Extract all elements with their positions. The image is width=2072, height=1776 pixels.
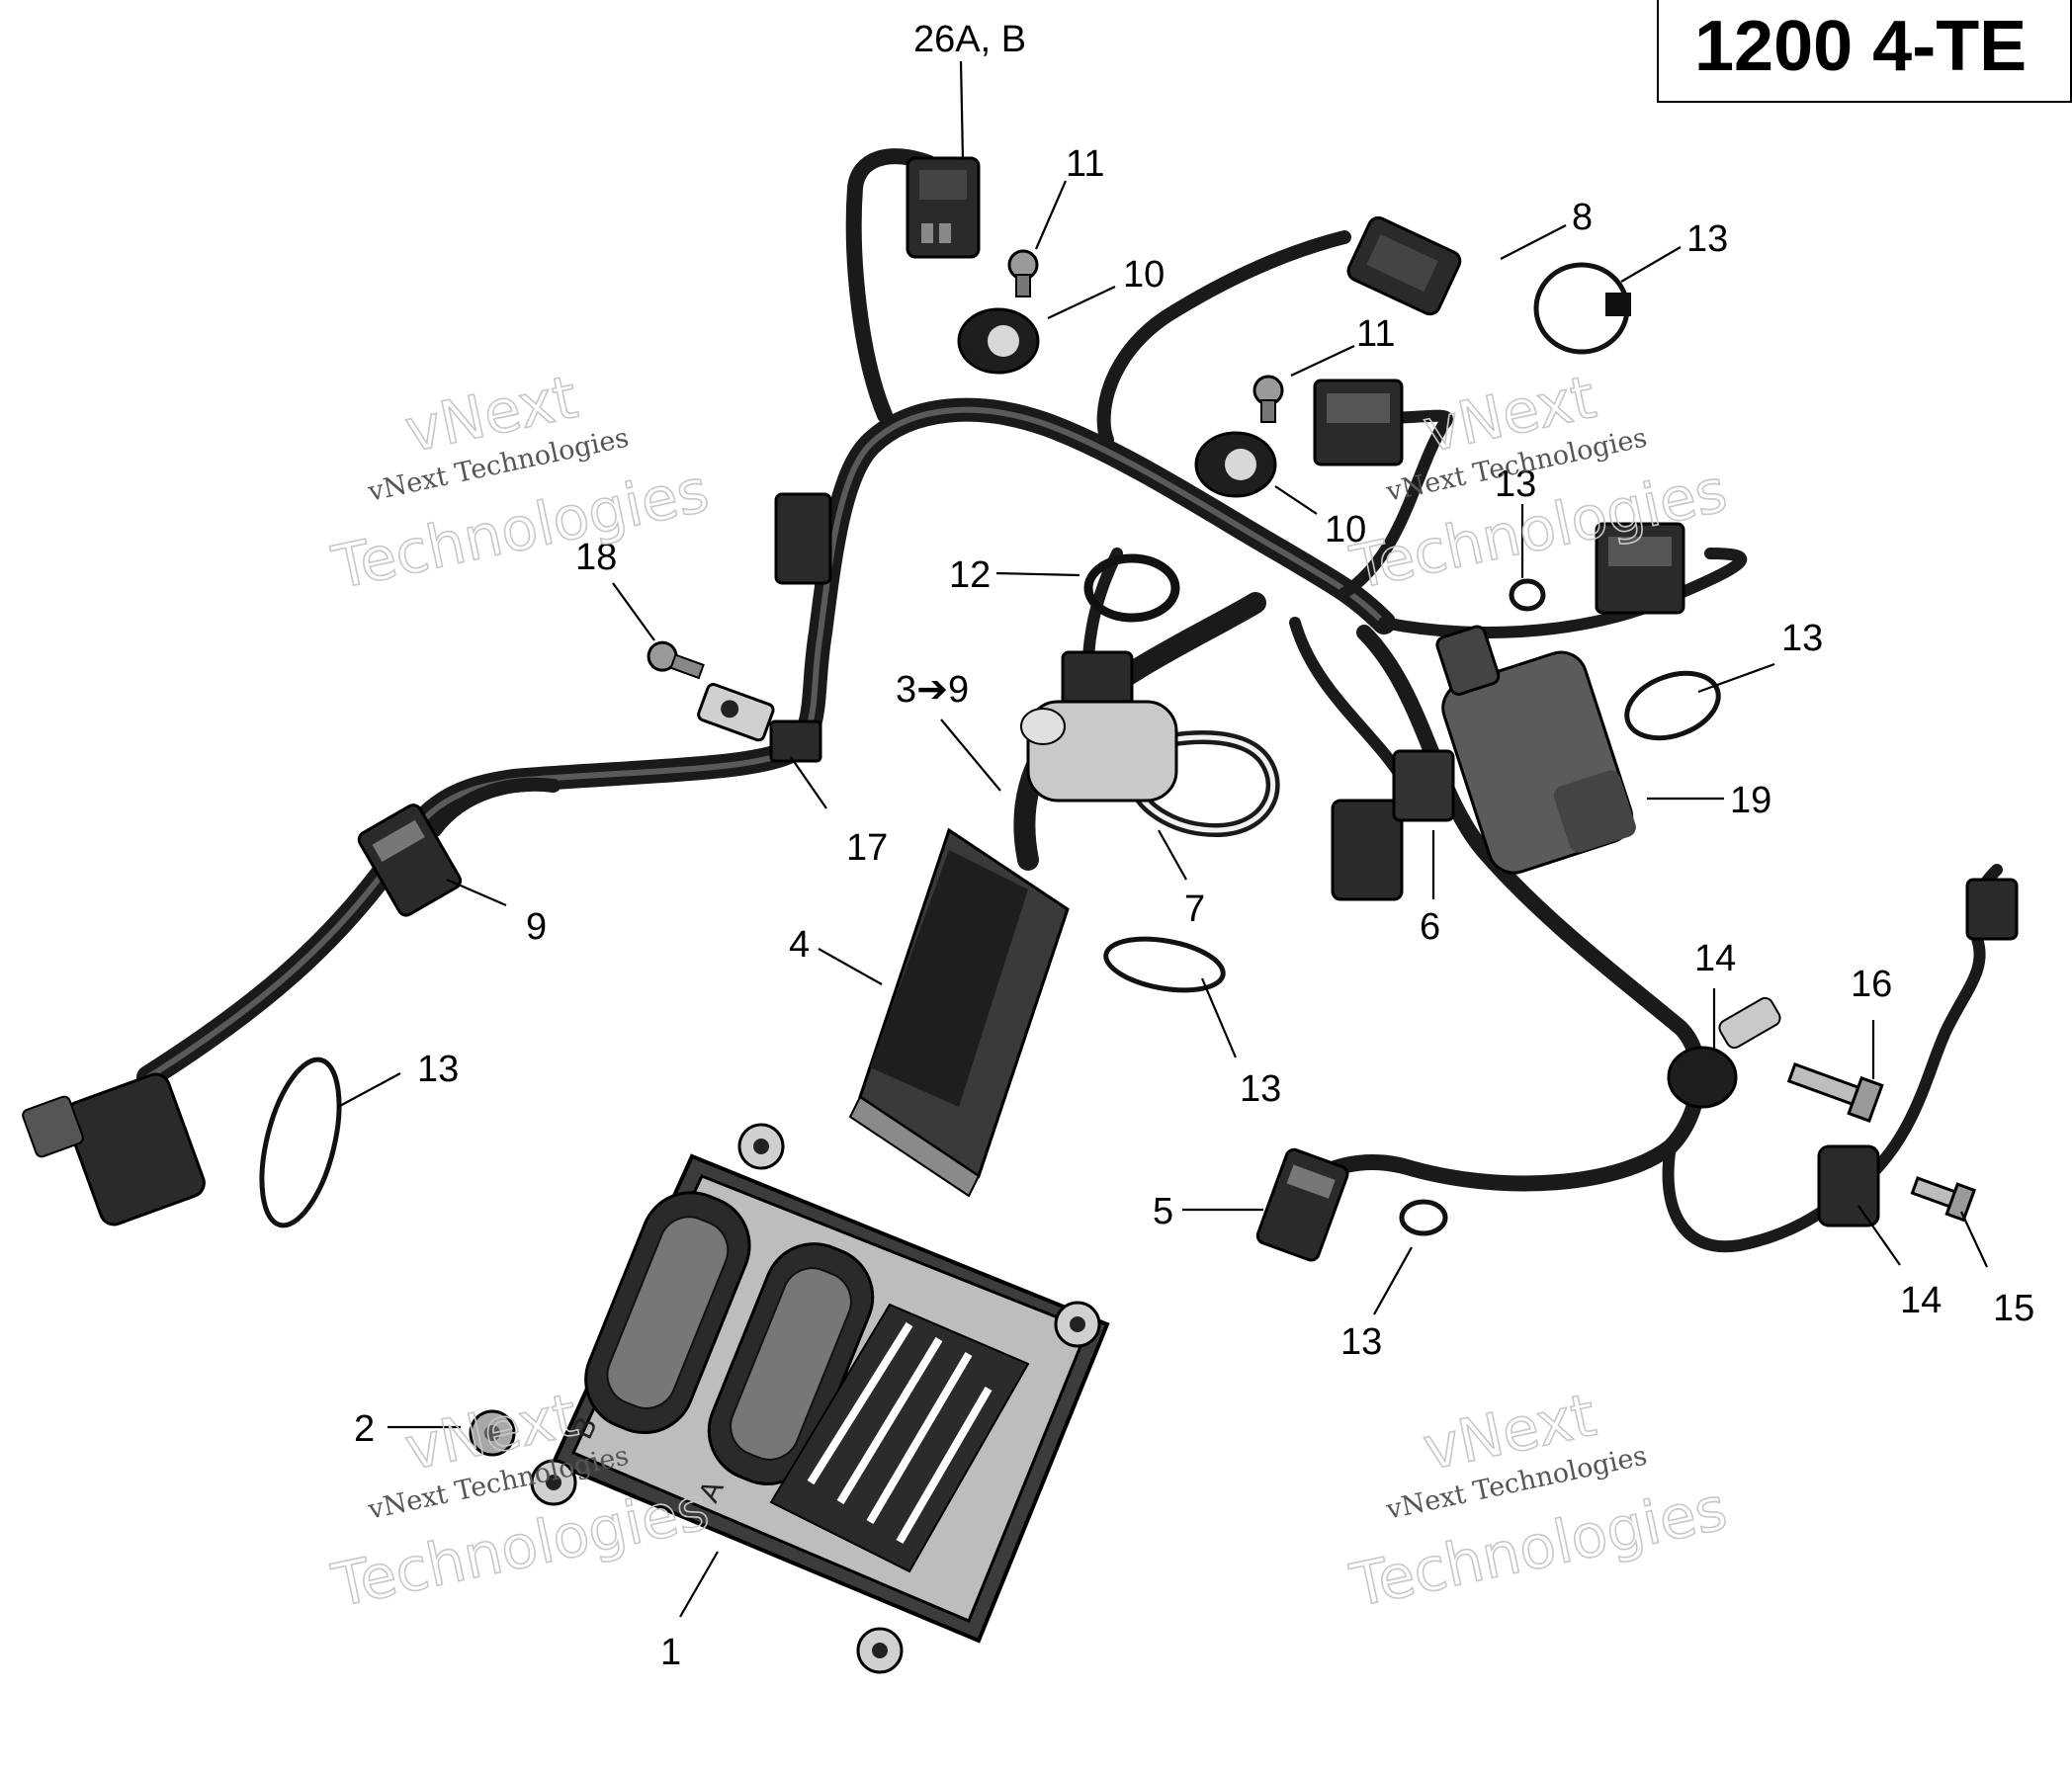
- callout-labels: 26A, B 11 10 8 13 11 10 13 18 12 13 3➔9 …: [354, 19, 2034, 1673]
- callout-11a: 11: [1066, 143, 1104, 185]
- harness-branch-6: [1289, 617, 1410, 787]
- module-4: [848, 827, 1070, 1198]
- connector-top-right: [1965, 878, 2019, 941]
- ecu-1: B A: [530, 1123, 1110, 1674]
- small-parts: [259, 249, 1977, 1457]
- screw-2: [469, 1409, 516, 1457]
- callout-2: 2: [354, 1408, 375, 1450]
- callout-1: 1: [660, 1632, 681, 1673]
- callout-13b: 13: [1495, 464, 1536, 505]
- leader-lines: [337, 60, 1988, 1618]
- module-3-9: [1020, 700, 1178, 803]
- clip-12: [1083, 553, 1180, 623]
- connector-coil-lower: [1595, 522, 1685, 615]
- ecu-connector-a: [707, 1242, 875, 1485]
- cable-tie-13d: [1624, 670, 1721, 741]
- callout-13d: 13: [1240, 1068, 1281, 1110]
- callout-5: 5: [1153, 1191, 1173, 1232]
- callout-13f: 13: [1340, 1321, 1382, 1363]
- connectors: [22, 156, 2019, 1262]
- connector-17-area: [769, 492, 832, 763]
- callout-15: 15: [1993, 1288, 2034, 1329]
- connector-left-end: [22, 1072, 206, 1226]
- parts-diagram: B A: [22, 0, 2072, 1674]
- cable-tie-13c: [1509, 578, 1546, 612]
- callout-10a: 10: [1123, 254, 1165, 296]
- connector-coil-upper: [1313, 379, 1404, 466]
- callout-7: 7: [1184, 888, 1205, 930]
- connector-14b: [1817, 1144, 1880, 1227]
- connector-8: [1346, 215, 1462, 316]
- connector-26ab: [906, 156, 981, 259]
- bolt-16: [1786, 1061, 1884, 1123]
- bolt-18: [647, 640, 705, 680]
- grommet-14a: [1667, 996, 1781, 1109]
- screw-11b: [1252, 375, 1284, 423]
- callout-9: 9: [526, 906, 547, 948]
- callout-17: 17: [846, 827, 888, 869]
- callout-11b: 11: [1356, 313, 1395, 355]
- callout-16: 16: [1851, 964, 1892, 1005]
- callout-8: 8: [1572, 197, 1593, 238]
- screw-11a: [1007, 249, 1039, 297]
- callout-19: 19: [1730, 780, 1771, 821]
- sensor-19: [1435, 625, 1636, 875]
- watermark-bottom-right: vNext vNext Technologies Technologies: [1343, 1380, 1733, 1622]
- connector-5: [1255, 1147, 1349, 1262]
- callout-10b: 10: [1325, 509, 1366, 550]
- callout-26ab: 26A, B: [913, 19, 1026, 60]
- bolt-15: [1910, 1176, 1977, 1223]
- connector-6: [1331, 749, 1455, 901]
- grommet-10a: [957, 307, 1040, 375]
- harness-branch-8: [1096, 230, 1351, 447]
- callout-4: 4: [789, 924, 810, 966]
- diagram-canvas: B A: [22, 19, 2034, 1674]
- callout-13c: 13: [1781, 618, 1823, 659]
- watermark-top-left: vNext vNext Technologies Technologies: [325, 362, 715, 604]
- ecu-connector-b: [584, 1191, 751, 1435]
- ground-lug-17: [697, 683, 775, 742]
- callout-14b: 14: [1900, 1280, 1942, 1321]
- connector-9: [357, 803, 463, 917]
- cable-tie-13f: [1399, 1199, 1448, 1236]
- cable-tie-13e: [1103, 936, 1226, 993]
- callout-13e: 13: [417, 1049, 459, 1090]
- callout-14a: 14: [1694, 938, 1736, 979]
- harness-branch-26ab: [845, 148, 937, 423]
- callout-6: 6: [1420, 906, 1440, 948]
- callout-12: 12: [949, 554, 991, 596]
- cable-tie-13b: [259, 1057, 342, 1228]
- ecu-label-plate: [769, 1303, 1030, 1573]
- callout-13a: 13: [1686, 218, 1728, 260]
- callout-3to9: 3➔9: [896, 669, 969, 711]
- model-title: 1200 4-TE: [1694, 7, 2028, 86]
- model-title-box: 1200 4-TE: [1657, 0, 2072, 103]
- callout-18: 18: [575, 537, 617, 578]
- grommet-10b: [1194, 431, 1277, 498]
